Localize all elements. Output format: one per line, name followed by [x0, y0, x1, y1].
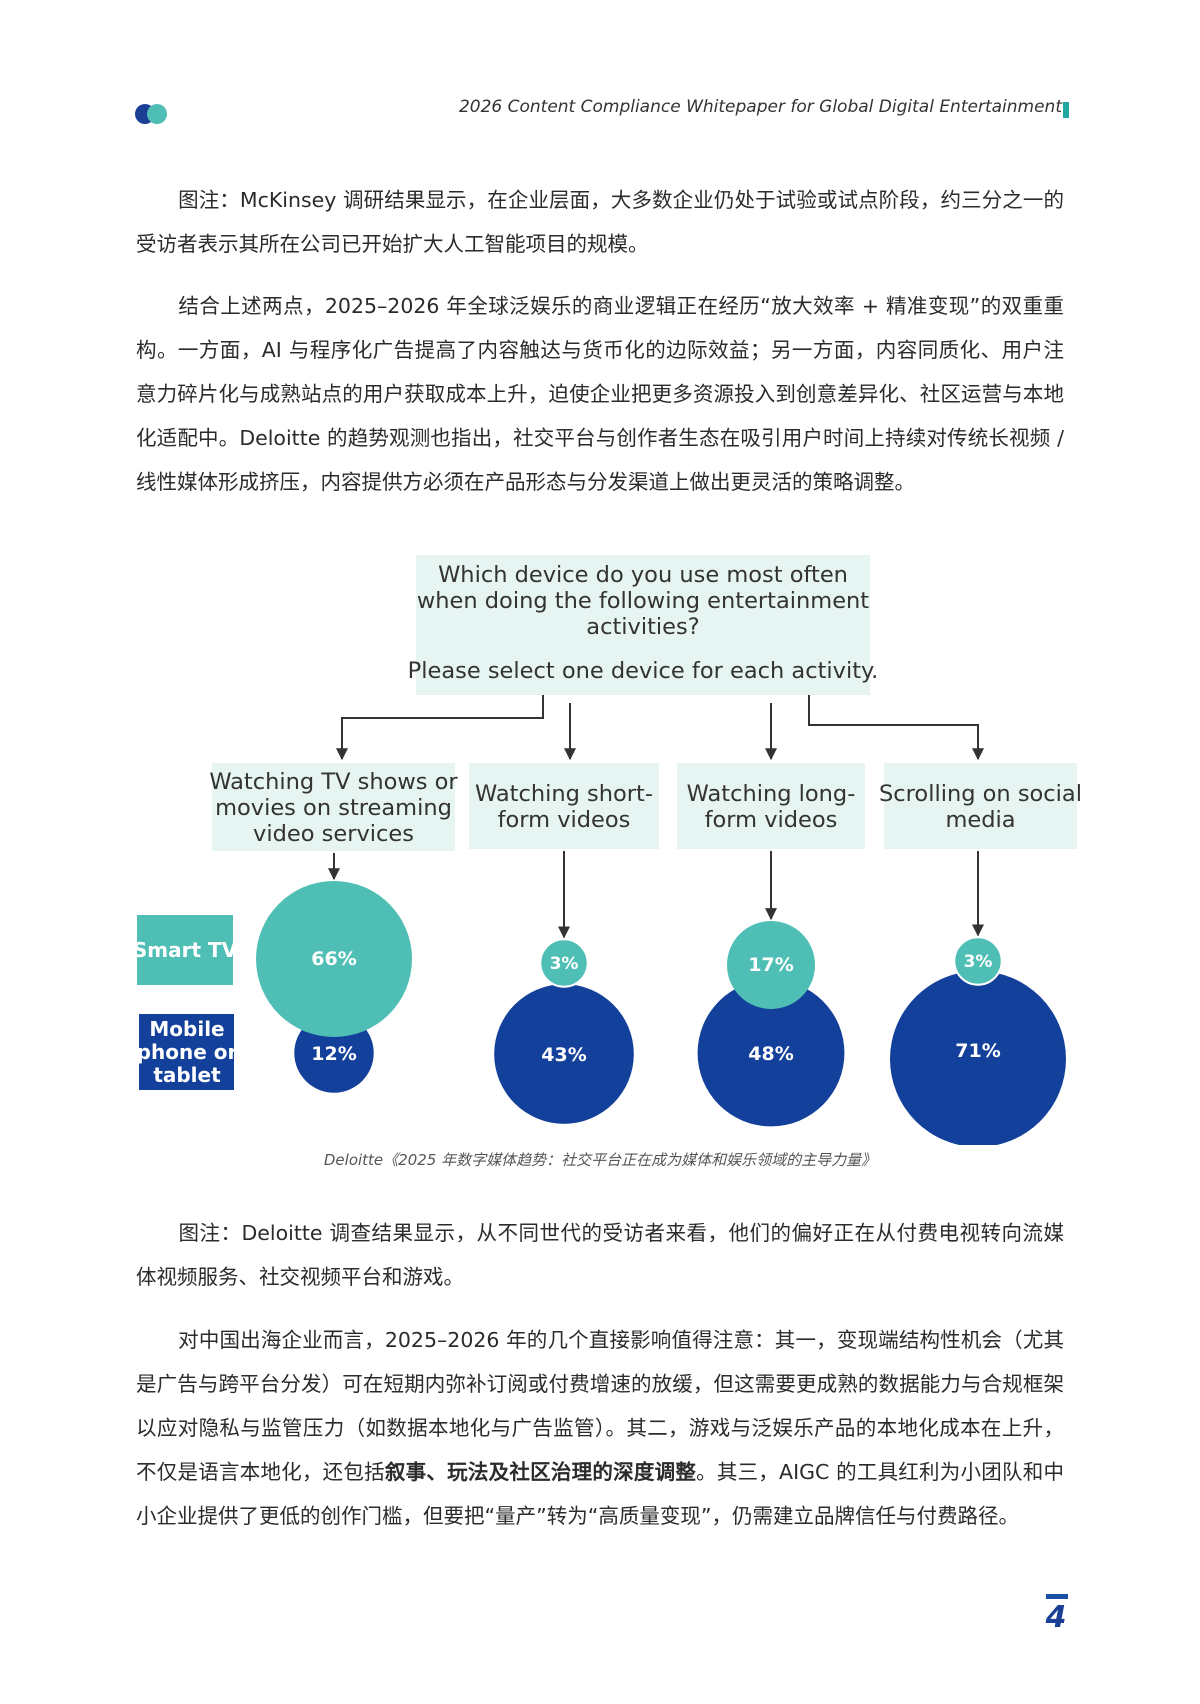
bubble-smart-tv [256, 881, 412, 1037]
bubble-mobile [697, 979, 845, 1127]
paragraph-deloitte-note: 图注：Deloitte 调查结果显示，从不同世代的受访者来看，他们的偏好正在从付… [136, 1211, 1064, 1299]
paragraph-bold-text: 叙事、玩法及社区治理的深度调整 [384, 1460, 697, 1484]
activity-box [677, 763, 865, 849]
activity-box [884, 763, 1077, 849]
legend-smart-tv-box [137, 915, 233, 985]
activity-label: form videos [498, 807, 631, 833]
legend-mobile-label: Mobile [149, 1017, 224, 1041]
activity-box [212, 763, 455, 851]
paragraph-text-b: 。其三，AIGC 的工具红利为小团队和中小企业提供了更低的创作门槛，但要把“量产… [136, 1460, 1065, 1528]
question-text: Please select one device for each activi… [408, 658, 879, 684]
chart-source-caption: Deloitte《2025 年数字媒体趋势：社交平台正在成为媒体和娱乐领域的主导… [323, 1151, 877, 1169]
brand-logo [135, 104, 169, 124]
question-box [416, 555, 870, 695]
activity-label: media [945, 807, 1015, 833]
bubble-label-mobile: 71% [955, 1040, 1000, 1062]
connector-arrow [808, 695, 984, 761]
bubble-smart-tv [726, 920, 816, 1010]
activity-label: Watching long- [687, 781, 856, 807]
page-number: 4 [1045, 1600, 1067, 1635]
activity-label: Watching short- [475, 781, 653, 807]
paragraph-mckinsey-note: 图注：McKinsey 调研结果显示，在企业层面，大多数企业仍处于试验或试点阶段… [136, 178, 1064, 266]
page-number-bar [1046, 1594, 1068, 1599]
bubble-label-smart-tv: 66% [311, 948, 356, 970]
legend-smart-tv-label: Smart TV [133, 938, 238, 962]
question-text: Which device do you use most often [438, 562, 848, 588]
activity-label: Scrolling on social [879, 781, 1082, 807]
legend-mobile-label: phone or [137, 1040, 238, 1064]
legend-mobile-box [139, 1014, 234, 1090]
bubble-smart-tv [539, 938, 589, 988]
bubble-label-smart-tv: 3% [550, 954, 579, 974]
paragraph-implications: 对中国出海企业而言，2025–2026 年的几个直接影响值得注意：其一，变现端结… [136, 1318, 1064, 1538]
bubble-smart-tv [953, 936, 1003, 986]
paragraph-text-a: 对中国出海企业而言，2025–2026 年的几个直接影响值得注意：其一，变现端结… [136, 1328, 1064, 1484]
activity-label: form videos [705, 807, 838, 833]
activity-box [469, 763, 659, 849]
paragraph-business-logic: 结合上述两点，2025–2026 年全球泛娱乐的商业逻辑正在经历“放大效率 + … [136, 284, 1064, 504]
bubble-label-smart-tv: 3% [964, 952, 993, 972]
paragraph-text: 图注：Deloitte 调查结果显示，从不同世代的受访者来看，他们的偏好正在从付… [136, 1221, 1064, 1289]
paragraph-text: 结合上述两点，2025–2026 年全球泛娱乐的商业逻辑正在经历“放大效率 + … [136, 294, 1064, 494]
question-text: activities? [586, 614, 699, 640]
bubble-label-mobile: 12% [311, 1043, 356, 1065]
paragraph-text: 图注：McKinsey 调研结果显示，在企业层面，大多数企业仍处于试验或试点阶段… [136, 188, 1064, 256]
connector-arrow [336, 695, 544, 761]
bubble-mobile [890, 971, 1066, 1145]
bubble-mobile [494, 984, 634, 1124]
activity-label: Watching TV shows or [209, 769, 458, 795]
question-text: when doing the following entertainment [417, 588, 869, 614]
activity-label: video services [253, 821, 414, 847]
bubble-label-smart-tv: 17% [748, 954, 793, 976]
bubble-label-mobile: 43% [541, 1044, 586, 1066]
legend-mobile-label: tablet [153, 1063, 221, 1087]
header-title: 2026 Content Compliance Whitepaper for G… [458, 97, 1062, 117]
bubble-label-mobile: 48% [748, 1043, 793, 1065]
activity-label: movies on streaming [215, 795, 452, 821]
header-accent-bar [1063, 102, 1069, 118]
